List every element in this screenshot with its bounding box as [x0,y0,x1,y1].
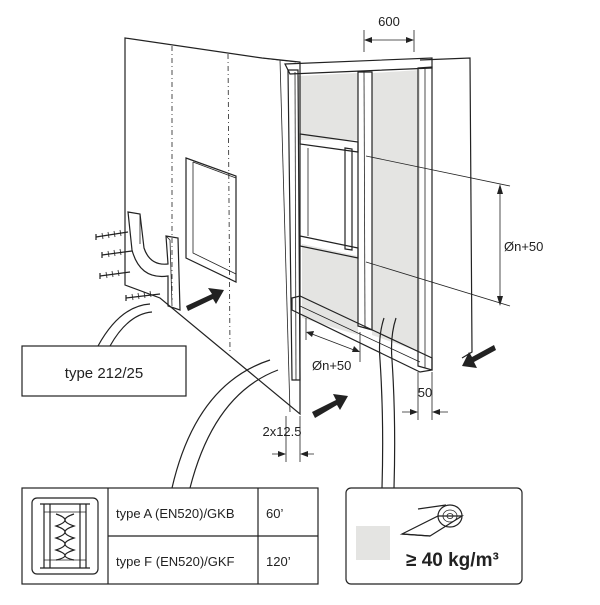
board-opening [185,157,237,283]
callout-board-table: type A (EN520)/GKB 60’ type F (EN520)/GK… [21,359,319,585]
dimension-top-width: 600 [363,14,415,52]
dimension-bottom-width: Øn+50 [305,318,361,373]
insulation-swatch [356,526,390,560]
opening-jamb [344,147,353,251]
screw [125,290,161,301]
rear-board [419,57,473,359]
dimension-label-top-width: 600 [378,14,400,29]
screw [101,248,133,258]
dimension-right-height: Øn+50 [365,155,543,307]
insulation-panel-lower-left [302,244,358,335]
board-type-a: type A (EN520)/GKB [116,506,235,521]
screws [95,229,161,301]
screw [95,229,129,240]
front-board [124,37,301,416]
insulation-roll-icon [399,504,465,537]
screw [99,269,131,279]
dimension-board-thickness: 2x12.5 [262,416,314,462]
dimension-label-bottom-width: Øn+50 [312,358,351,373]
board-rating-a: 60’ [266,506,283,521]
support-bracket [127,211,181,311]
assembly-arrow-front-board [312,394,348,418]
callout-insulation: ≥ 40 kg/m³ [345,317,523,585]
dimension-label-board-thickness: 2x12.5 [262,424,301,439]
assembly-arrow-bracket [186,288,224,311]
callout-support: type 212/25 [21,303,187,397]
insulation-panel-right [372,70,420,352]
board-section-icon [31,497,99,575]
insulation-panel-upper-left [298,73,358,140]
insulation-density: ≥ 40 kg/m³ [406,550,499,571]
assembly-arrow-rear-board [462,345,496,368]
left-post [287,69,301,381]
board-type-f: type F (EN520)/GKF [116,554,235,569]
dimension-label-right-height: Øn+50 [504,239,543,254]
dimension-post-width: 50 [402,372,448,420]
insulation-callout-box [345,487,523,585]
callout-support-label: type 212/25 [65,365,143,382]
board-rating-f: 120’ [266,554,291,569]
dimension-label-post-width: 50 [418,385,432,400]
stud-frame [284,57,473,381]
callout-support-box [21,345,187,397]
